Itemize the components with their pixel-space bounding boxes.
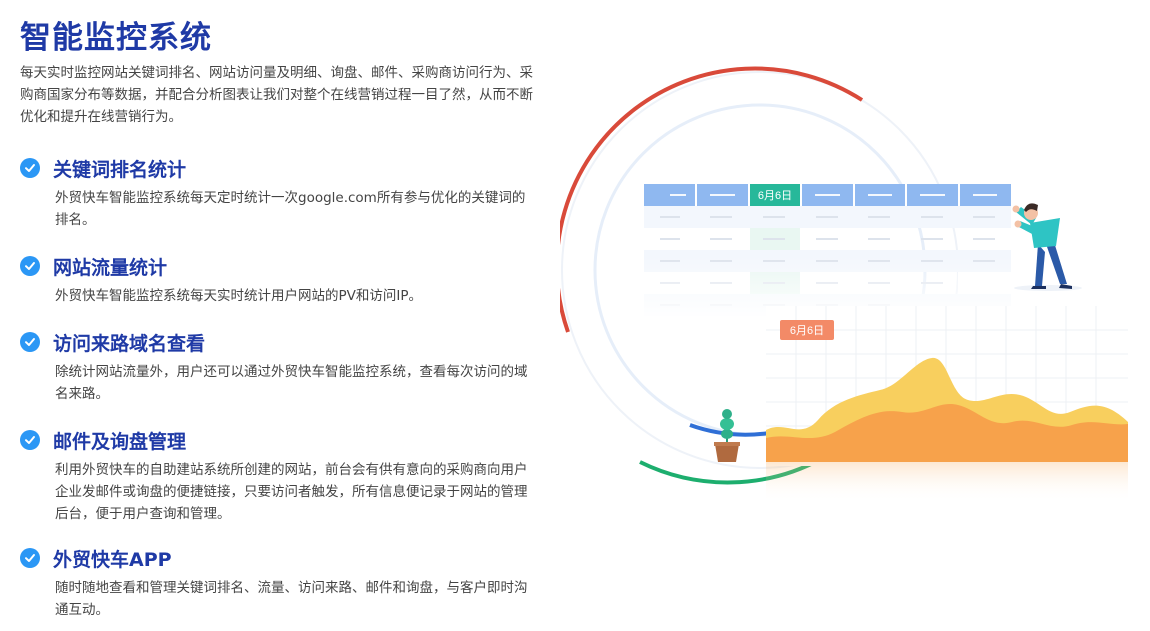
chart-date-badge — [780, 320, 834, 340]
check-icon — [20, 430, 40, 450]
feature-description: 外贸快车智能监控系统每天定时统计一次google.com所有参与优化的关键词的排… — [55, 190, 526, 228]
feature-keyword-ranking: 关键词排名统计 外贸快车智能监控系统每天定时统计一次google.com所有参与… — [20, 155, 540, 231]
monitoring-illustration: 6月6日 6月6日 — [554, 60, 1140, 540]
page-title: 智能监控系统 — [20, 20, 212, 56]
feature-referrer-domains: 访问来路域名查看 除统计网站流量外，用户还可以通过外贸快车智能监控系统，查看每次… — [20, 329, 540, 405]
feature-description: 外贸快车智能监控系统每天实时统计用户网站的PV和访问IP。 — [55, 288, 422, 304]
chart-date-tag: 6月6日 — [790, 325, 824, 337]
feature-mail-inquiry: 邮件及询盘管理 利用外贸快车的自助建站系统所创建的网站，前台会有供有意向的采购商… — [20, 427, 540, 525]
feature-app: 外贸快车APP 随时随地查看和管理关键词排名、流量、访问来路、邮件和询盘，与客户… — [20, 545, 540, 621]
check-icon — [20, 158, 40, 178]
person-figure — [1012, 203, 1082, 291]
feature-title: 关键词排名统计 — [53, 158, 187, 181]
traffic-area-chart: 6月6日 — [766, 306, 1128, 502]
intro-text: 每天实时监控网站关键词排名、网站访问量及明细、询盘、邮件、采购商访问行为、采购商… — [20, 65, 533, 125]
potted-plant — [714, 409, 740, 462]
check-icon — [20, 332, 40, 352]
feature-title: 外贸快车APP — [53, 548, 172, 571]
feature-description: 除统计网站流量外，用户还可以通过外贸快车智能监控系统，查看每次访问的域名来路。 — [55, 364, 528, 402]
table-date-tag: 6月6日 — [758, 190, 792, 202]
feature-title: 访问来路域名查看 — [53, 332, 206, 355]
feature-description: 随时随地查看和管理关键词排名、流量、访问来路、邮件和询盘，与客户即时沟通互动。 — [55, 580, 528, 618]
keyword-table: 6月6日 — [644, 184, 1011, 320]
feature-description: 利用外贸快车的自助建站系统所创建的网站，前台会有供有意向的采购商向用户企业发邮件… — [55, 462, 528, 522]
feature-title: 邮件及询盘管理 — [53, 430, 187, 453]
check-icon — [20, 548, 40, 568]
check-icon — [20, 256, 40, 276]
feature-title: 网站流量统计 — [53, 256, 168, 279]
feature-traffic-stats: 网站流量统计 外贸快车智能监控系统每天实时统计用户网站的PV和访问IP。 — [20, 253, 540, 307]
illustration-svg: 6月6日 6月6日 — [554, 66, 1128, 502]
area-orange — [766, 404, 1128, 462]
